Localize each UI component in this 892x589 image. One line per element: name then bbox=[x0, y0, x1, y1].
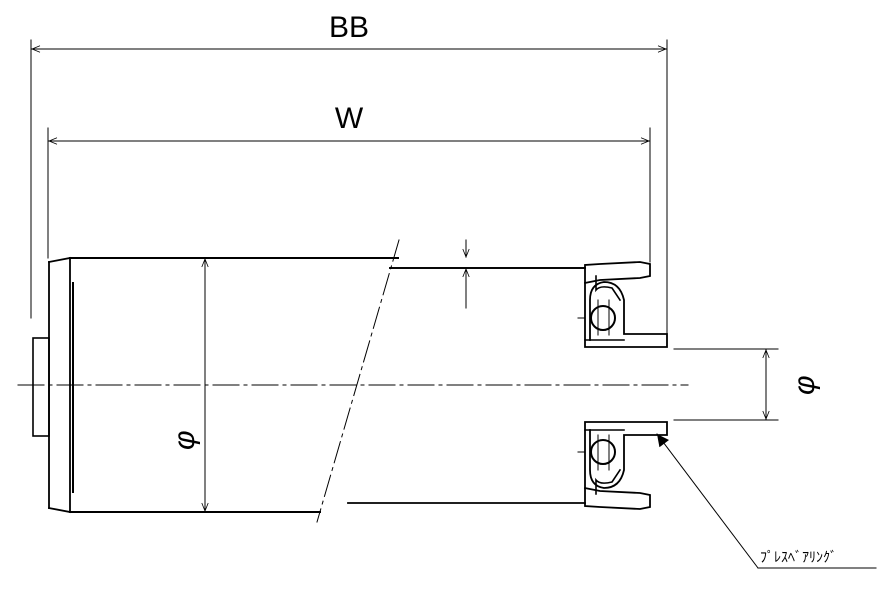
tube-diameter-label: φ bbox=[168, 430, 201, 450]
bb-label: BB bbox=[329, 11, 369, 44]
tube-wall-section bbox=[347, 261, 651, 510]
dimension-bb: BB bbox=[30, 11, 668, 334]
w-label: W bbox=[335, 102, 364, 135]
shaft-diameter-label: φ bbox=[788, 375, 821, 395]
ball-top bbox=[590, 305, 616, 331]
tube-diameter-dimension: φ bbox=[168, 259, 205, 511]
dimension-w: W bbox=[47, 102, 651, 263]
bearing-bottom bbox=[577, 421, 668, 504]
bearing-note-label: ﾌﾟﾚｽﾍﾞｱﾘﾝｸﾞ bbox=[760, 549, 837, 565]
shaft-stub bbox=[32, 337, 50, 437]
tube-body bbox=[69, 257, 399, 513]
bearing-top bbox=[577, 267, 668, 348]
ball-bottom bbox=[590, 439, 616, 465]
shaft-diameter-dimension: φ bbox=[673, 348, 821, 421]
left-end-cap bbox=[47, 256, 74, 514]
break-line bbox=[316, 239, 400, 523]
bearing-leader: ﾌﾟﾚｽﾍﾞｱﾘﾝｸﾞ bbox=[656, 433, 877, 569]
